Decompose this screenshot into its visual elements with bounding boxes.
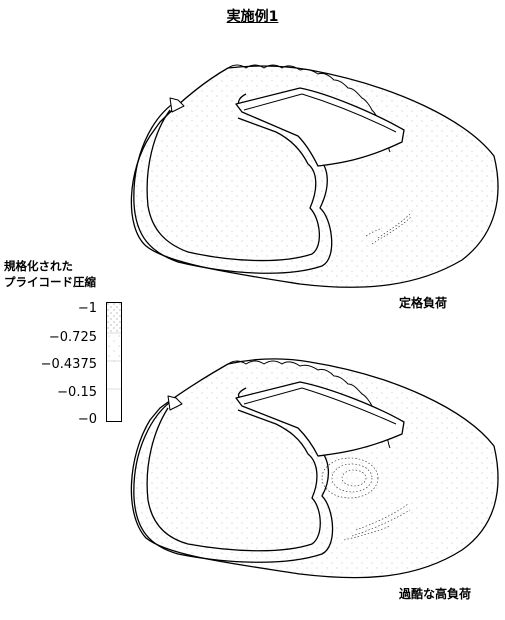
bead-band xyxy=(167,395,183,411)
bead-band xyxy=(169,97,185,113)
stress-contours xyxy=(365,213,413,245)
legend-title-line-2: プライコード圧縮 xyxy=(4,275,96,289)
caption-rated-load: 定格負荷 xyxy=(399,296,448,310)
sidewall-inner xyxy=(146,109,320,262)
legend-color-bar xyxy=(106,302,122,422)
caption-severe-load: 過酷な高負荷 xyxy=(399,587,472,601)
sidewall-inner xyxy=(146,407,321,552)
legend-title-line-1: 規格化された xyxy=(4,259,73,273)
legend-tick-3: −0.15 xyxy=(57,385,97,400)
figure-title: 実施例1 xyxy=(226,9,279,25)
inner-liner xyxy=(243,387,397,425)
stress-contours xyxy=(321,457,411,541)
tire-section-severe-load xyxy=(130,358,499,579)
legend-tick-4: −0 xyxy=(77,412,97,427)
legend-tick-1: −0.725 xyxy=(48,330,97,345)
tread-cut xyxy=(235,87,405,167)
tire-section-rated-load xyxy=(130,64,499,288)
inner-liner xyxy=(243,93,397,133)
legend-title: 規格化された プライコード圧縮 xyxy=(4,258,96,290)
legend-tick-0: −1 xyxy=(77,301,97,316)
legend-tick-2: −0.4375 xyxy=(40,357,97,372)
tread-cut xyxy=(235,381,405,457)
